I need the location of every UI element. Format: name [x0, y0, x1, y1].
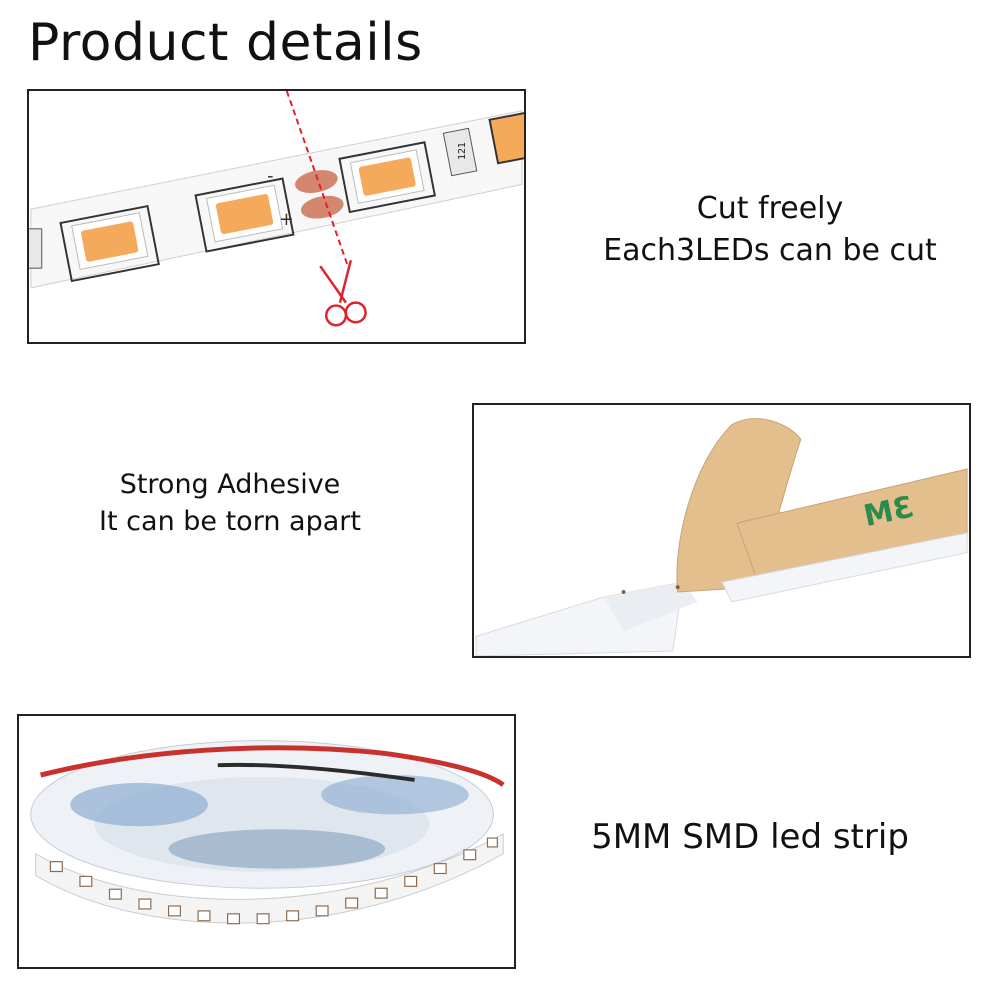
reel-shadow-center [168, 829, 386, 869]
led-chip-4 [488, 111, 524, 165]
front-strip [35, 833, 504, 924]
cut-line [285, 91, 349, 267]
cable-red [40, 745, 505, 787]
resistor-chip: 121 [442, 127, 478, 177]
cut-caption-line-1: Cut freely [696, 191, 844, 226]
strip-caption: 5MM SMD led strip [540, 812, 960, 862]
front-leds [49, 837, 498, 925]
strip-fold [603, 582, 698, 632]
led-chip-3 [338, 141, 436, 214]
scissors-icon [319, 259, 367, 327]
copper-pad-top [295, 170, 338, 193]
polarity-plus: + [279, 210, 294, 230]
adhesive-caption-line-1: Strong Adhesive [119, 469, 341, 500]
page-title: Product details [28, 13, 423, 73]
adhesive-caption: Strong Adhesive It can be torn apart [40, 466, 420, 540]
led-chip-2 [194, 177, 295, 253]
cut-caption: Cut freely Each3LEDs can be cut [560, 188, 980, 272]
cut-caption-line-2: Each3LEDs can be cut [603, 233, 937, 268]
resistor-marking: 121 [457, 142, 468, 160]
solder-dot-2 [675, 585, 680, 590]
adhesive-image: 3M [472, 403, 971, 658]
polarity-minus: - [267, 167, 273, 187]
reel-illustration [30, 740, 505, 925]
strip-caption-line-1: 5MM SMD led strip [591, 817, 909, 857]
reel-image [17, 714, 516, 969]
edge-chip [29, 228, 43, 269]
strip-under-tape [721, 532, 968, 603]
cut-line-illustration: - + 121 [29, 91, 524, 327]
copper-pad-bottom [300, 195, 344, 219]
reel-shadow-right [321, 775, 469, 815]
cut-line-image: - + 121 [27, 89, 526, 344]
led-chip-1 [59, 204, 160, 283]
solder-dot-1 [621, 590, 626, 594]
cable-black [217, 762, 415, 782]
adhesive-illustration: 3M [475, 418, 968, 656]
reel-shadow-left [70, 782, 208, 827]
adhesive-caption-line-2: It can be torn apart [99, 506, 361, 537]
